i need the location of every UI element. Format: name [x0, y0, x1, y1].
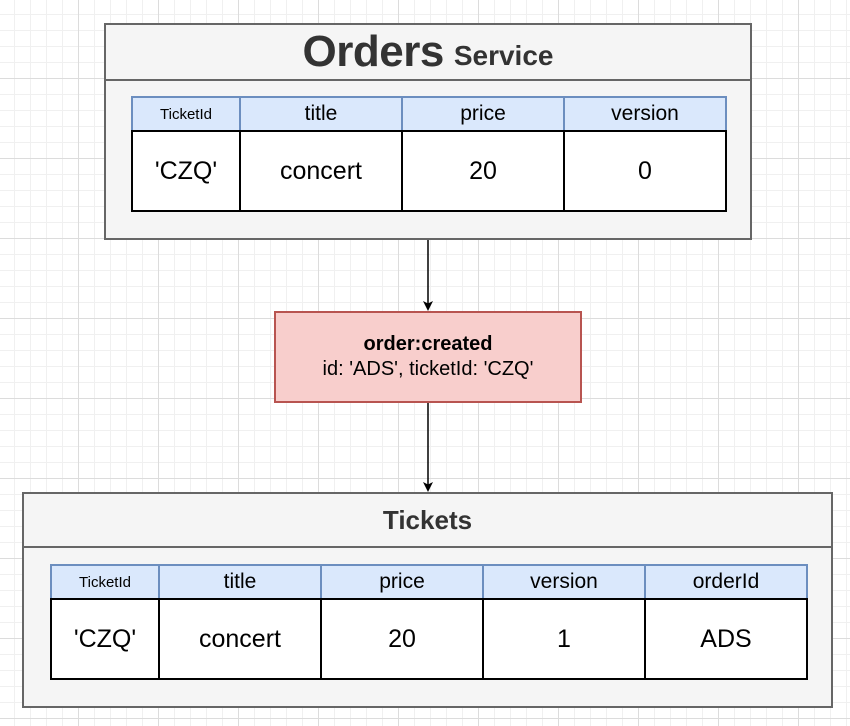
orders-service-subtitle: Service: [453, 40, 554, 71]
cell-ticketid: 'CZQ': [131, 130, 241, 212]
event-payload: id: 'ADS', ticketId: 'CZQ': [322, 358, 534, 380]
tickets-service-header: Tickets: [24, 494, 831, 548]
event-name: order:created: [363, 333, 493, 355]
table-row: 'CZQ' concert 20 0: [131, 130, 727, 212]
cell-price: 20: [320, 598, 484, 680]
table-header-row: TicketId title price version: [131, 96, 727, 132]
table-header-row: TicketId title price version orderId: [50, 564, 808, 600]
column-header-price: price: [320, 564, 484, 600]
column-header-ticketid: TicketId: [50, 564, 160, 600]
column-header-version: version: [563, 96, 727, 132]
column-header-ticketid: TicketId: [131, 96, 241, 132]
column-header-price: price: [401, 96, 565, 132]
orders-service-box: Orders Service TicketId title price vers…: [104, 23, 752, 240]
cell-title: concert: [239, 130, 403, 212]
tickets-ticket-table: TicketId title price version orderId 'CZ…: [50, 564, 808, 680]
column-header-title: title: [239, 96, 403, 132]
cell-price: 20: [401, 130, 565, 212]
table-row: 'CZQ' concert 20 1 ADS: [50, 598, 808, 680]
orders-ticket-table: TicketId title price version 'CZQ' conce…: [131, 96, 727, 212]
order-created-event-box: order:created id: 'ADS', ticketId: 'CZQ': [274, 311, 582, 403]
cell-version: 0: [563, 130, 727, 212]
cell-orderid: ADS: [644, 598, 808, 680]
column-header-orderid: orderId: [644, 564, 808, 600]
cell-version: 1: [482, 598, 646, 680]
cell-ticketid: 'CZQ': [50, 598, 160, 680]
tickets-service-title: Tickets: [382, 504, 473, 535]
column-header-version: version: [482, 564, 646, 600]
column-header-title: title: [158, 564, 322, 600]
orders-service-title: Orders: [302, 27, 445, 76]
tickets-service-box: Tickets TicketId title price version ord…: [22, 492, 833, 708]
orders-service-header: Orders Service: [106, 25, 750, 81]
cell-title: concert: [158, 598, 322, 680]
